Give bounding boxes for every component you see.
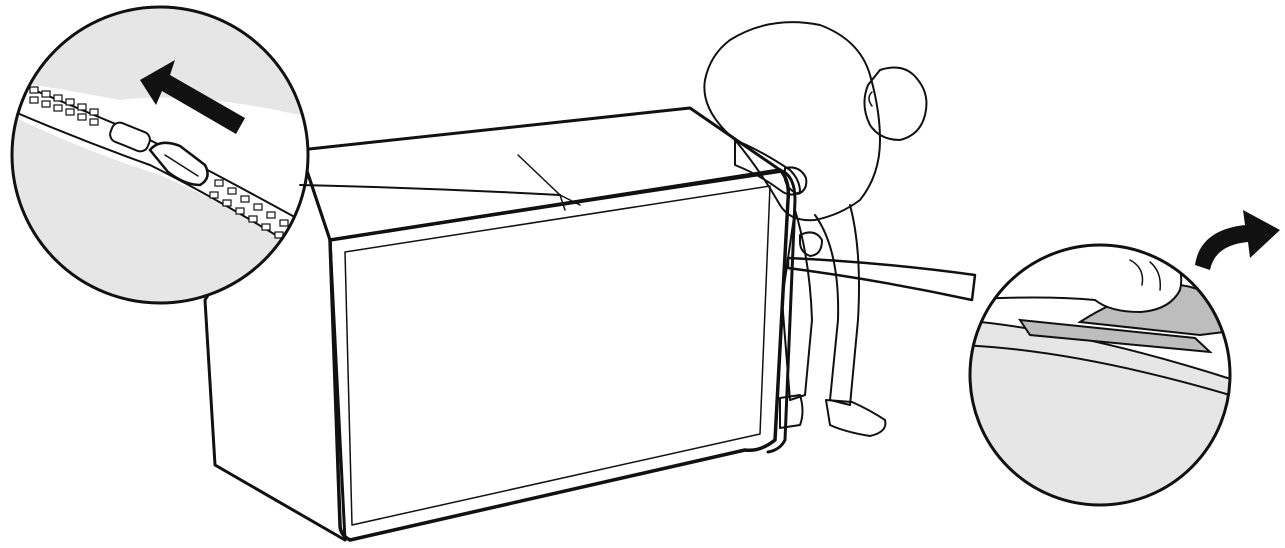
arrow-curved-right-icon xyxy=(1195,210,1280,270)
pull-strap xyxy=(788,258,975,300)
box-top xyxy=(300,108,780,240)
box-front-face xyxy=(330,170,788,540)
velcro-detail-inset xyxy=(960,210,1280,510)
zipper-detail-inset xyxy=(0,0,560,320)
box-front-hem xyxy=(345,186,770,525)
box-top-rim xyxy=(330,172,780,240)
person-ear xyxy=(869,92,872,106)
zipper-inset-leader xyxy=(300,185,560,195)
person-figure xyxy=(704,22,926,436)
person-head xyxy=(864,68,926,140)
person-shoe-right xyxy=(826,400,885,436)
